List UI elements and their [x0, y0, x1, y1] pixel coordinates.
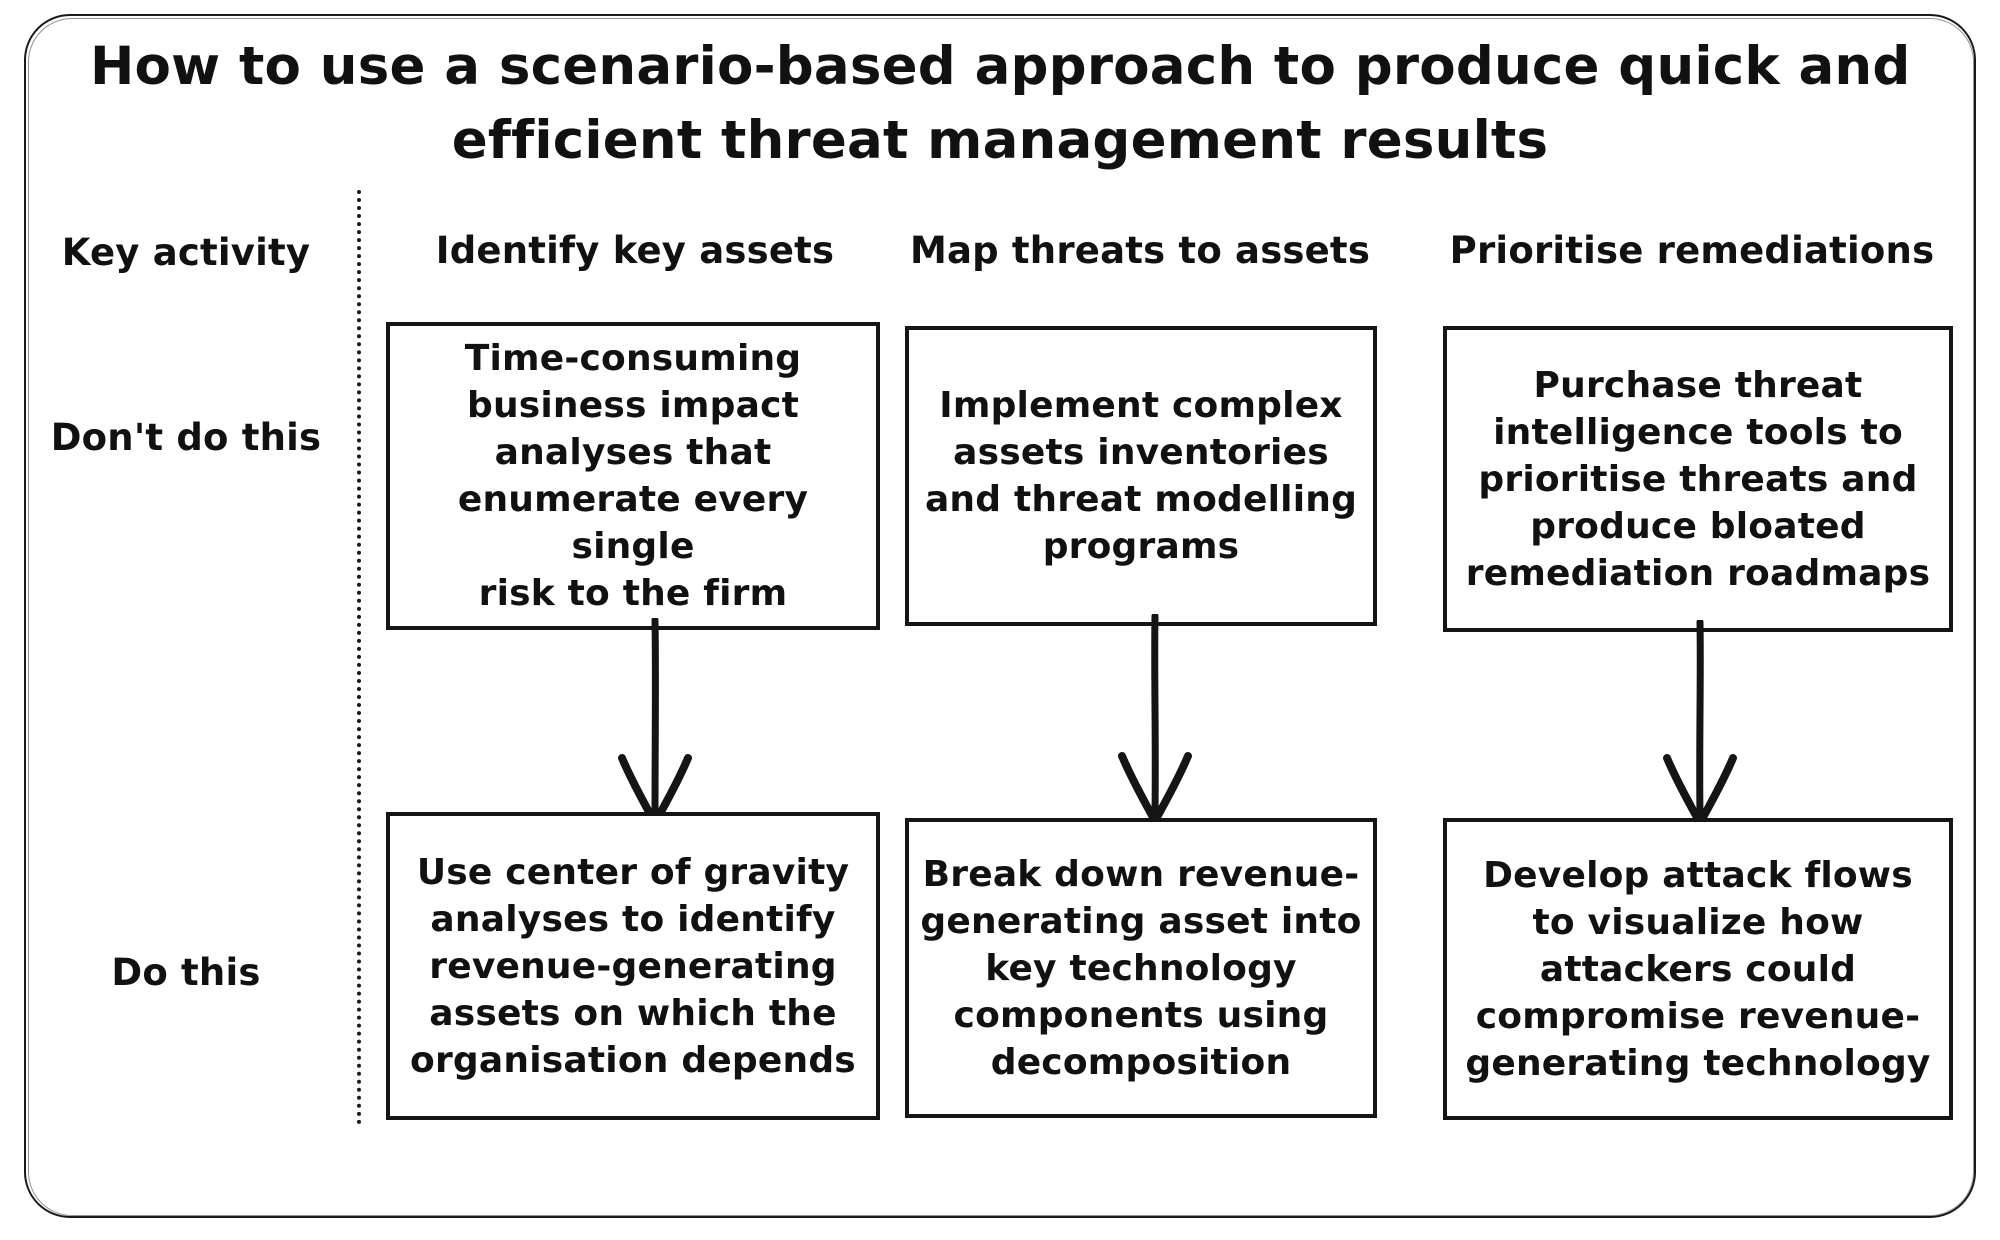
dont-do-this-text-column-3: Purchase threat intelligence tools to pr… — [1465, 364, 1931, 594]
dotted-vertical-divider — [357, 190, 361, 1125]
column-header-prioritise-remediations: Prioritise remediations — [1449, 229, 1935, 272]
row-label-key-activity: Key activity — [61, 231, 311, 274]
column-header-map-threats-to-assets: Map threats to assets — [909, 229, 1371, 272]
page-title: How to use a scenario-based approach to … — [90, 30, 1910, 178]
outer-frame — [24, 14, 1976, 1218]
do-this-box-column-3: Develop attack flows to visualize how at… — [1443, 818, 1953, 1120]
dont-do-this-box-column-1: Time-consuming business impact analyses … — [386, 322, 880, 630]
do-this-box-column-1: Use center of gravity analyses to identi… — [386, 812, 880, 1120]
do-this-text-column-2: Break down revenue- generating asset int… — [920, 853, 1362, 1083]
do-this-text-column-1: Use center of gravity analyses to identi… — [410, 851, 856, 1081]
dont-do-this-text-column-2: Implement complex assets inventories and… — [924, 385, 1358, 567]
dont-do-this-box-column-2: Implement complex assets inventories and… — [905, 326, 1377, 626]
page-title-line-2: efficient threat management results — [451, 110, 1549, 171]
outer-frame-inner-line — [28, 18, 1974, 1216]
row-label-dont-do-this: Don't do this — [50, 416, 322, 459]
column-header-identify-key-assets: Identify key assets — [435, 229, 835, 272]
page-title-line-1: How to use a scenario-based approach to … — [90, 36, 1911, 97]
row-label-do-this: Do this — [111, 951, 261, 994]
dont-do-this-text-column-1: Time-consuming business impact analyses … — [457, 338, 809, 614]
do-this-text-column-3: Develop attack flows to visualize how at… — [1465, 854, 1931, 1084]
dont-do-this-box-column-3: Purchase threat intelligence tools to pr… — [1443, 326, 1953, 632]
do-this-box-column-2: Break down revenue- generating asset int… — [905, 818, 1377, 1118]
